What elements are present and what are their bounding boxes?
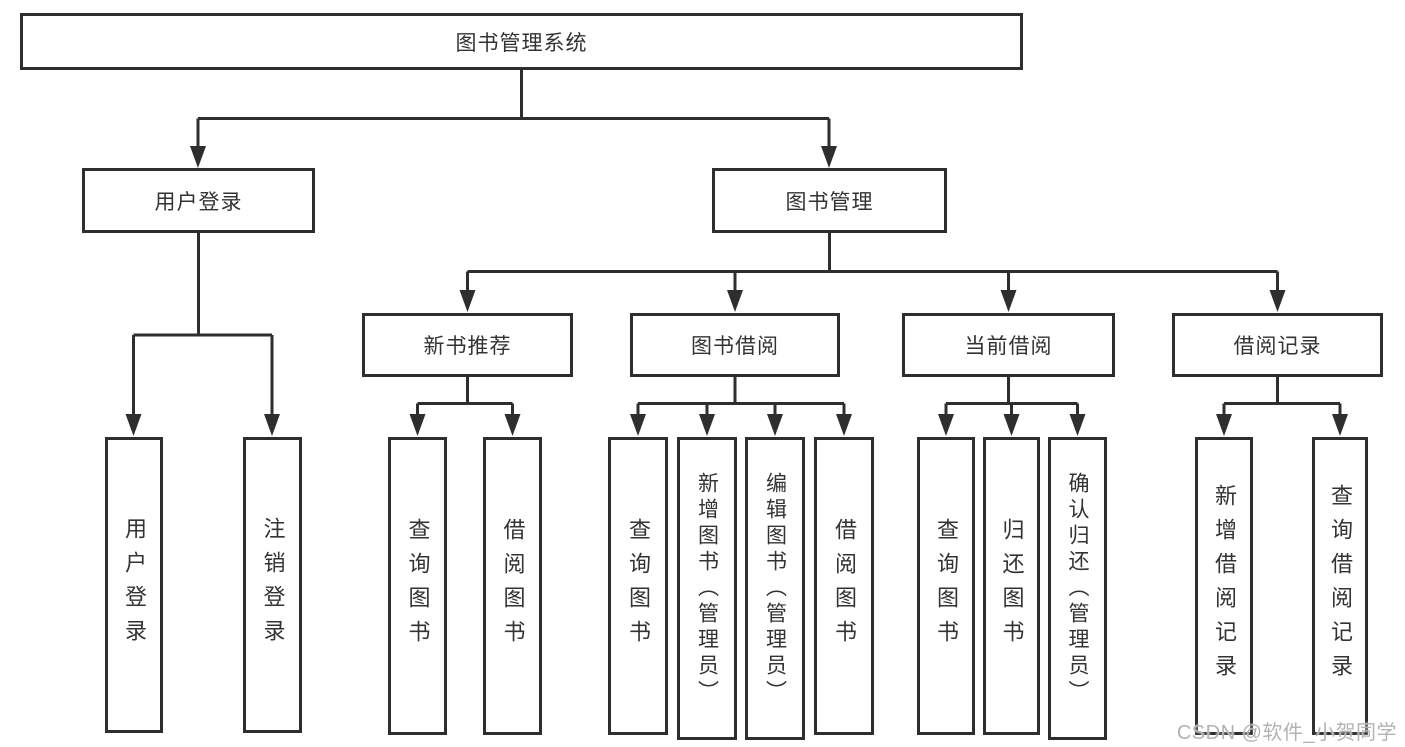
node-current-borrowing: 当前借阅 [902, 313, 1115, 377]
node-library-management-system: 图书管理系统 [20, 13, 1023, 70]
node-leaf-user-login: 用户登录 [105, 437, 163, 733]
arrow-down-icon [125, 414, 142, 436]
node-leaf-query-borrow-record: 查询借阅记录 [1312, 437, 1368, 735]
arrow-down-icon [190, 146, 206, 168]
node-leaf-query-books-borrowing: 查询图书 [608, 437, 668, 735]
node-book-borrowing: 图书借阅 [630, 313, 840, 377]
arrow-down-icon [1069, 414, 1086, 436]
arrow-down-icon [1269, 290, 1286, 312]
node-leaf-borrow-books-borrowing: 借阅图书 [814, 437, 874, 735]
arrow-down-icon [630, 414, 646, 436]
node-leaf-logout: 注销登录 [243, 437, 302, 733]
arrow-down-icon [504, 414, 521, 436]
arrow-down-icon [1216, 414, 1232, 436]
node-borrowing-records: 借阅记录 [1172, 313, 1383, 377]
node-leaf-add-book-admin: 新增图书（管理员） [677, 437, 737, 740]
arrow-down-icon [409, 414, 426, 436]
node-leaf-return-book: 归还图书 [983, 437, 1040, 735]
node-leaf-query-books-recommend: 查询图书 [388, 437, 447, 735]
arrow-down-icon [821, 146, 837, 168]
node-leaf-query-books-current: 查询图书 [917, 437, 975, 735]
arrow-down-icon [836, 414, 852, 436]
arrow-down-icon [1003, 414, 1020, 436]
arrow-down-icon [727, 290, 743, 312]
node-leaf-add-borrow-record: 新增借阅记录 [1195, 437, 1253, 735]
node-user-login: 用户登录 [82, 168, 315, 233]
arrow-down-icon [699, 414, 715, 436]
node-leaf-edit-book-admin: 编辑图书（管理员） [745, 437, 805, 740]
node-book-management: 图书管理 [712, 168, 947, 233]
arrow-down-icon [264, 414, 280, 436]
csdn-watermark: CSDN @软件_小贺同学 [1176, 722, 1397, 744]
node-new-book-recommend: 新书推荐 [362, 313, 573, 377]
arrow-down-icon [767, 414, 783, 436]
node-leaf-borrow-books-recommend: 借阅图书 [483, 437, 542, 735]
arrow-down-icon [938, 414, 954, 436]
arrow-down-icon [459, 290, 476, 312]
node-leaf-confirm-return-admin: 确认归还（管理员） [1048, 437, 1107, 740]
arrow-down-icon [1332, 414, 1348, 436]
arrow-down-icon [1000, 290, 1017, 312]
